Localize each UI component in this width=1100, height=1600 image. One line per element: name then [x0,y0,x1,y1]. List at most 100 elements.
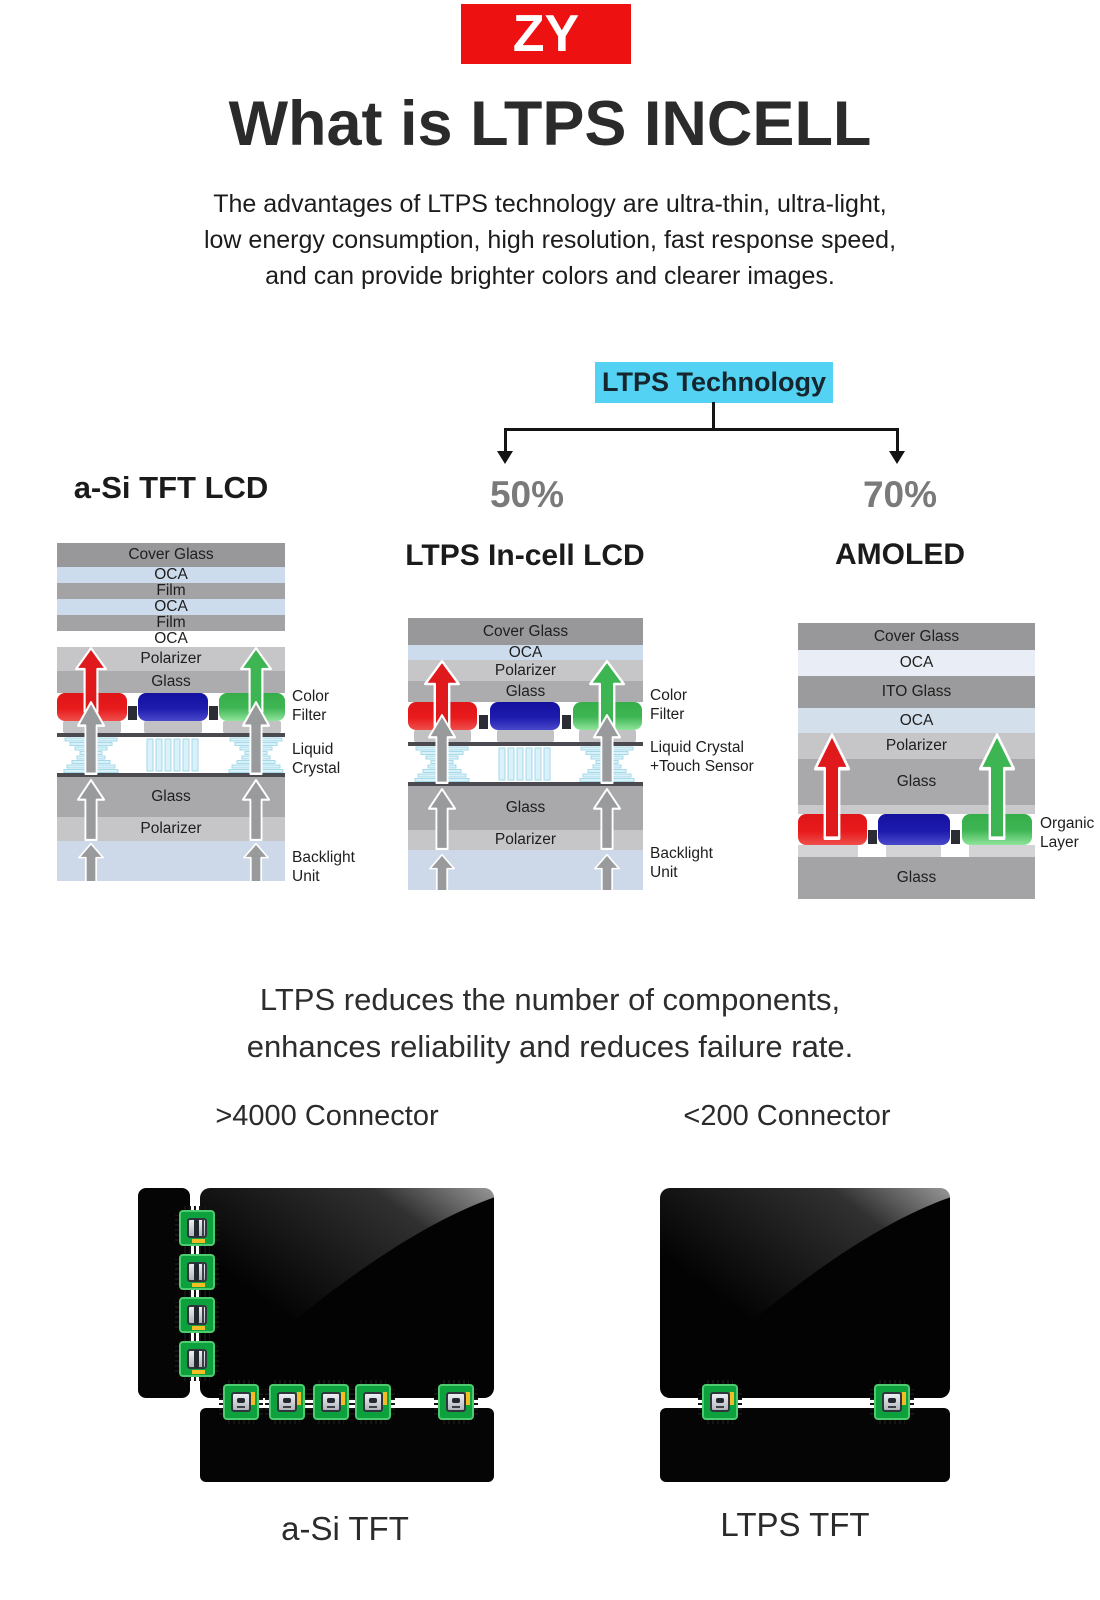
subtitle-line: and can provide brighter colors and clea… [265,262,835,290]
stack-title-amoled: AMOLED [835,538,965,571]
ltps-panel [660,1188,950,1398]
chip-icon [870,1380,914,1424]
subtitle: The advantages of LTPS technology are ul… [0,186,1100,294]
chip-icon [219,1380,263,1424]
layer-cover-glass: Cover Glass [798,623,1035,650]
filter-spacer [209,706,218,720]
arrow-down-icon [497,451,513,464]
crystal-icon [143,737,203,773]
chip-icon [175,1337,219,1381]
layer-polarizer: Polarizer [408,830,643,850]
chip-icon [175,1206,219,1250]
layer-oca: OCA [57,567,285,583]
layer-thin-band [798,805,1035,814]
layer-cover-glass: Cover Glass [408,618,643,645]
blue-organic [878,814,950,845]
light-arrow-icon [242,779,270,841]
green-arrow-icon [979,733,1015,840]
light-arrow-icon [78,843,104,881]
chip-icon [175,1250,219,1294]
filter-base [497,730,554,742]
percent-ltps-lcd: 50% [489,474,565,515]
asi-panel [200,1188,494,1398]
chip-icon [351,1380,395,1424]
subtitle-line: low energy consumption, high resolution,… [203,226,897,254]
tree-connector-left [504,428,507,453]
filter-base [144,721,202,733]
filter-spacer [128,706,137,720]
organic-spacer [868,830,877,844]
label-liquid-crystal: Liquid Crystal [292,741,341,777]
layer-oca: OCA [798,650,1035,676]
tree-connector-horizontal [504,428,899,431]
layer-film: Film [57,615,285,631]
layer-film: Film [57,583,285,599]
light-arrow-icon [593,714,621,784]
light-arrow-icon [428,714,456,784]
tree-connector-right [896,428,899,453]
white-notch [858,845,886,857]
brand-logo: ZY [461,4,631,64]
light-arrow-icon [428,788,456,850]
label-color-filter: Color Filter [650,687,688,723]
label-backlight-unit: Backlight Unit [650,845,713,881]
label-organic-layer: Organic Layer [1040,815,1095,851]
page-title: What is LTPS INCELL [228,89,872,159]
caption-asi-tft: a-Si TFT [281,1510,409,1547]
label-backlight-unit: Backlight Unit [292,849,355,885]
label-color-filter: Color Filter [292,688,330,724]
divider [57,773,285,777]
white-notch [941,845,969,857]
percent-amoled: 70% [862,474,938,515]
filter-base-row [408,730,643,742]
benefit-line: LTPS reduces the number of components, [259,982,841,1017]
layer-glass: Glass [408,681,643,702]
caption-ltps-tft: LTPS TFT [720,1506,870,1543]
crystal-icon [495,746,555,782]
filter-spacer [562,715,571,729]
layer-glass: Glass [57,671,285,693]
layer-glass-bottom: Glass [798,857,1035,899]
light-arrow-icon [77,701,105,775]
tree-connector-stem [712,402,715,430]
chip-icon [265,1380,309,1424]
light-arrow-icon [242,701,270,775]
benefit-text: LTPS reduces the number of components, e… [0,976,1100,1070]
light-arrow-icon [243,843,269,881]
divider [408,782,643,786]
blue-filter [138,693,208,721]
layer-oca: OCA [798,708,1035,733]
layer-ito-glass: ITO Glass [798,676,1035,708]
ltps-technology-node: LTPS Technology [595,362,833,403]
layer-oca: OCA [57,599,285,615]
divider [408,742,643,746]
stack-asi-tft-lcd: Cover Glass OCA Film OCA Film OCA Polari… [57,543,285,881]
chip-icon [698,1380,742,1424]
light-arrow-icon [77,779,105,841]
filter-spacer [479,715,488,729]
connector-count-ltps: <200 Connector [683,1100,891,1132]
layer-cover-glass: Cover Glass [57,543,285,567]
chip-icon [309,1380,353,1424]
chip-icon [434,1380,478,1424]
light-arrow-icon [594,854,620,890]
light-arrow-icon [593,788,621,850]
connector-count-asi: >4000 Connector [215,1100,439,1132]
stack-title-incell: LTPS In-cell LCD [405,539,645,572]
layer-polarizer: Polarizer [408,660,643,681]
light-arrow-icon [429,854,455,890]
arrow-down-icon [889,451,905,464]
blue-filter [490,702,560,730]
subtitle-line: The advantages of LTPS technology are ul… [213,190,887,218]
organic-spacer [951,830,960,844]
organic-base-row [798,845,1035,857]
layer-oca: OCA [408,645,643,660]
red-arrow-icon [814,733,850,840]
layer-oca: OCA [57,631,285,647]
divider [57,733,285,737]
stack-amoled: Cover Glass OCA ITO Glass OCA Polarizer … [798,623,1035,899]
label-liquid-touch: Liquid Crystal +Touch Sensor [650,739,754,775]
chip-icon [175,1293,219,1337]
stack-ltps-incell-lcd: Cover Glass OCA Polarizer Glass Glass Po… [408,618,643,890]
